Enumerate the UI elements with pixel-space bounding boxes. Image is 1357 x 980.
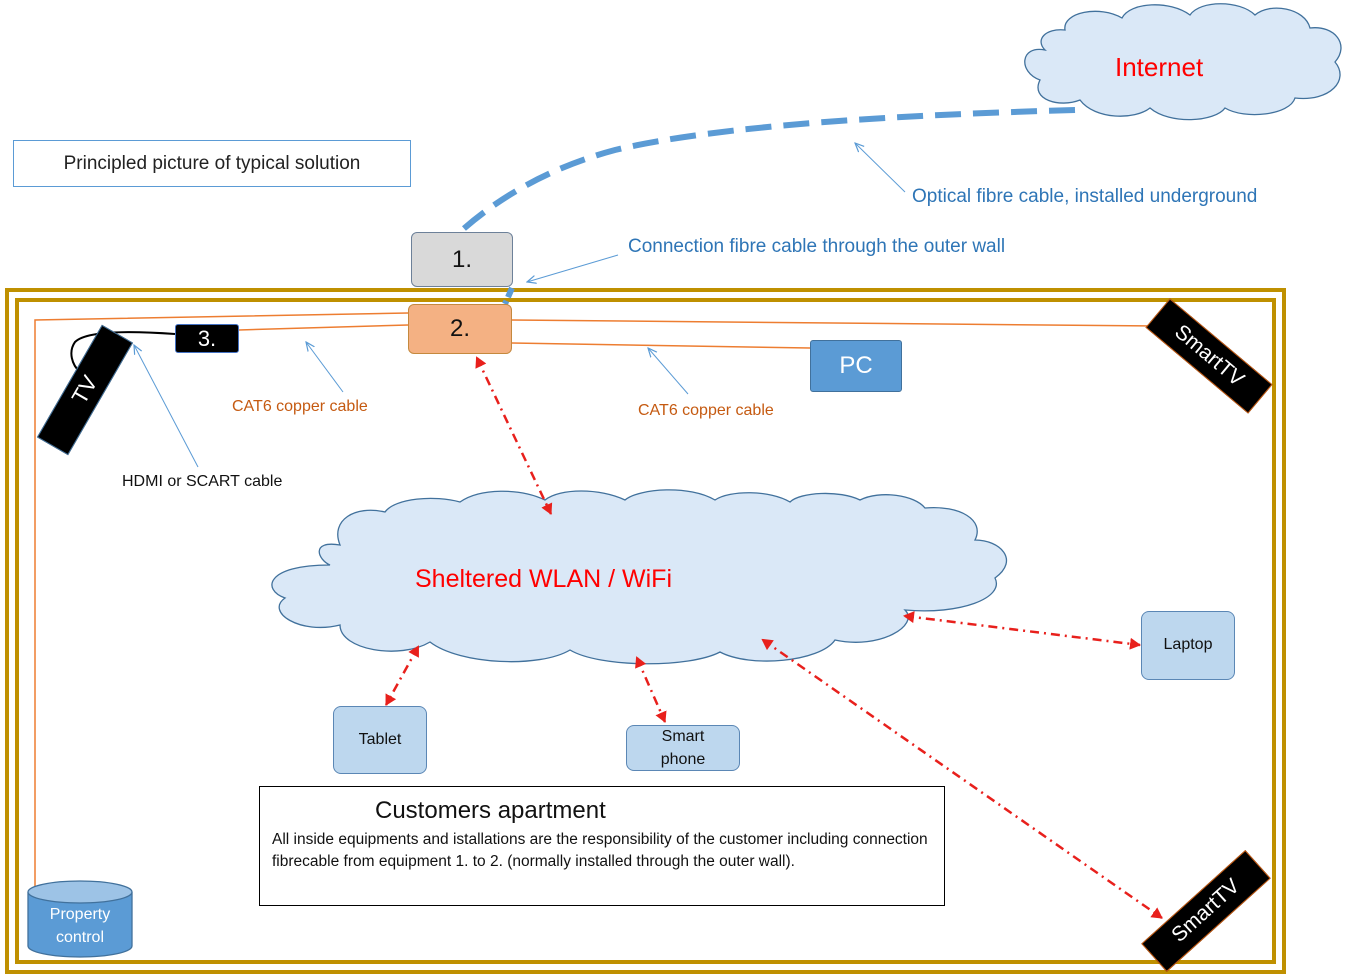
connection-fibre-cable bbox=[502, 286, 515, 306]
smartphone-device: Smart phone bbox=[626, 725, 740, 771]
tv-label: TV bbox=[66, 371, 103, 409]
wifi-link-smartphone bbox=[635, 656, 667, 723]
property-control-label: Property control bbox=[30, 903, 130, 949]
cat6-left-label: CAT6 copper cable bbox=[232, 398, 368, 415]
diagram-title: Principled picture of typical solution bbox=[13, 140, 411, 187]
wifi-link-tablet bbox=[384, 645, 420, 706]
apartment-body: All inside equipments and istallations a… bbox=[272, 831, 928, 870]
copper-cable-device3 bbox=[238, 324, 409, 331]
wifi-link-laptop bbox=[903, 611, 1141, 650]
wifi-link-router bbox=[475, 356, 553, 515]
apartment-outer-wall bbox=[5, 288, 1286, 974]
apartment-title: Customers apartment bbox=[375, 797, 606, 824]
property-control-text: Property control bbox=[49, 906, 111, 947]
tablet-device: Tablet bbox=[333, 706, 427, 774]
hdmi-cable bbox=[70, 331, 176, 373]
apartment-note: Customers apartment All inside equipment… bbox=[259, 786, 945, 906]
equipment-1: 1. bbox=[411, 232, 513, 287]
internet-label: Internet bbox=[1115, 52, 1204, 82]
apartment-inner-wall bbox=[15, 298, 1276, 964]
smartphone-label: Smart phone bbox=[660, 727, 706, 768]
pc-box: PC bbox=[810, 340, 902, 392]
cat6-right-label: CAT6 copper cable bbox=[638, 402, 774, 419]
optical-fibre-leader bbox=[855, 143, 906, 193]
cat6-left-leader bbox=[306, 342, 344, 393]
property-control-cylinder bbox=[27, 880, 133, 958]
wlan-label: Sheltered WLAN / WiFi bbox=[415, 565, 673, 593]
optical-fibre-label: Optical fibre cable, installed undergrou… bbox=[912, 186, 1258, 207]
wlan-cloud bbox=[271, 489, 1008, 665]
copper-cable-pc bbox=[511, 342, 811, 349]
wifi-link-smarttv bbox=[761, 638, 1163, 920]
connection-fibre-label: Connection fibre cable through the outer… bbox=[628, 236, 1006, 257]
hdmi-label: HDMI or SCART cable bbox=[122, 473, 283, 490]
internet-cloud bbox=[1024, 3, 1342, 121]
connection-fibre-leader bbox=[527, 254, 619, 282]
equipment-3: 3. bbox=[175, 324, 239, 353]
copper-cable-property-control bbox=[34, 312, 409, 892]
hdmi-leader bbox=[134, 345, 199, 468]
copper-cable-smarttv bbox=[511, 319, 1156, 327]
equipment-2: 2. bbox=[408, 304, 512, 354]
optical-fibre-cable bbox=[457, 107, 1076, 235]
laptop-device: Laptop bbox=[1141, 611, 1235, 680]
cat6-right-leader bbox=[648, 348, 689, 395]
